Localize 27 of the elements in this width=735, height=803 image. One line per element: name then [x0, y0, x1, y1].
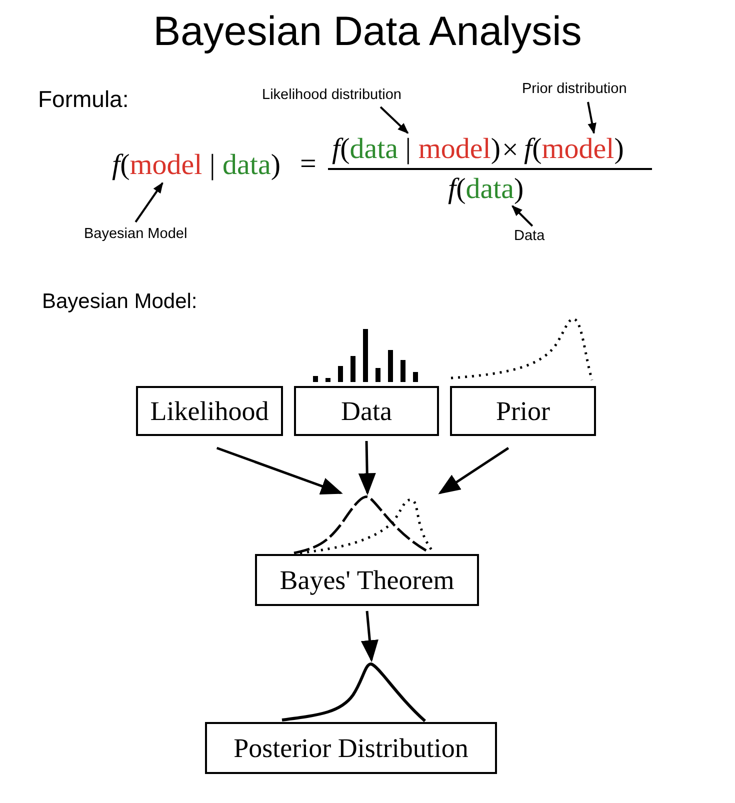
title: Bayesian Data Analysis — [152, 8, 583, 55]
arrow — [216, 446, 343, 495]
annotation-label: Likelihood distribution — [262, 87, 402, 103]
formula-term: f(data | model) — [332, 133, 501, 166]
arrow — [438, 446, 510, 494]
process-box: Likelihood — [136, 386, 283, 436]
annotation-label: Prior distribution — [522, 81, 627, 97]
leader-arrow — [380, 106, 409, 134]
section-heading: Bayesian Model: — [42, 290, 198, 314]
multiplication-sign: × — [502, 134, 518, 167]
arrow — [358, 440, 376, 496]
formula-term: f(model) — [524, 133, 624, 166]
equals-sign: = — [300, 148, 316, 181]
leader-arrow — [134, 182, 164, 223]
formula-term: f(model | data) — [112, 149, 281, 182]
formula-term: f(data) — [448, 173, 524, 206]
process-box: Bayes' Theorem — [255, 554, 479, 606]
process-box: Data — [294, 386, 439, 436]
annotation-label: Bayesian Model — [84, 226, 188, 242]
leader-arrow — [512, 205, 534, 227]
posterior-curve-drawing — [281, 660, 427, 722]
annotation-label: Data — [514, 228, 545, 244]
arrow — [360, 610, 378, 662]
section-heading: Formula: — [38, 86, 129, 113]
leader-arrow — [587, 102, 596, 134]
process-box: Posterior Distribution — [205, 722, 497, 774]
process-box: Prior — [450, 386, 596, 436]
